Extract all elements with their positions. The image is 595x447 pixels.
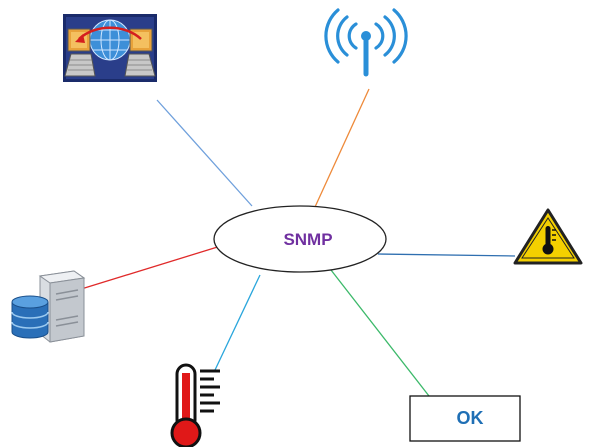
thermometer-icon <box>170 363 220 447</box>
network-computers-icon <box>63 14 157 82</box>
status-box: OK <box>409 395 521 442</box>
status-box-frame <box>409 395 521 442</box>
link-status-box <box>330 269 430 397</box>
status-box-label: OK <box>457 408 484 428</box>
wireless-antenna-icon <box>324 8 408 77</box>
link-wireless-antenna <box>314 88 370 208</box>
link-database-server <box>77 244 225 291</box>
link-thermometer <box>214 274 261 371</box>
hub-label: SNMP <box>283 230 332 249</box>
link-warning-sign <box>377 253 516 257</box>
hub-ellipse <box>213 205 387 273</box>
connector-lines <box>77 88 516 397</box>
database-server-icon <box>11 270 86 343</box>
link-network-computers <box>156 99 253 207</box>
snmp-hub: SNMP <box>213 205 387 273</box>
temperature-warning-icon <box>513 208 583 265</box>
